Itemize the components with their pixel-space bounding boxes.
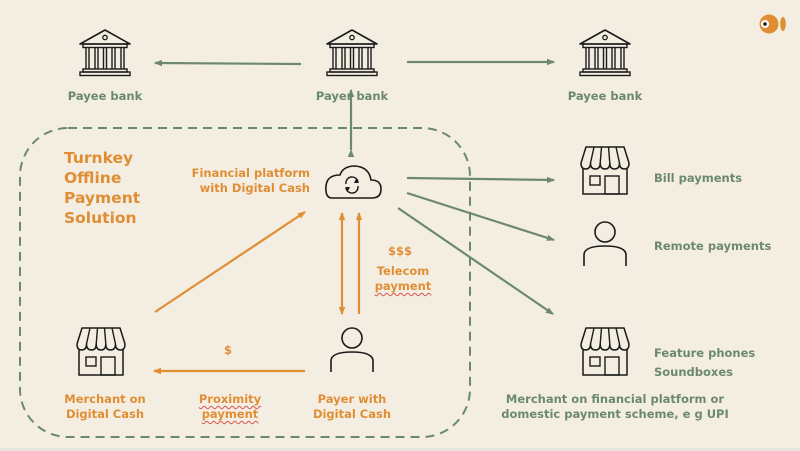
title-line: Offline — [64, 169, 122, 187]
arrow-to-remote-payments — [406, 191, 555, 242]
payee-bank-left-label: Payee bank — [67, 89, 143, 103]
title-line: Solution — [64, 209, 137, 227]
merchant-digital-cash-label: Merchant on Digital Cash — [50, 392, 160, 422]
title-line: Turnkey — [64, 149, 134, 167]
label-line: Merchant on — [64, 392, 146, 406]
label-line: Payer with — [317, 392, 387, 406]
label-line: domestic payment scheme, e g UPI — [501, 407, 729, 421]
label-line: Telecom — [376, 264, 430, 278]
cloud-sync-icon — [325, 165, 382, 199]
bank-icon — [579, 29, 631, 77]
payer-bank-label: Payer bank — [315, 89, 389, 103]
solution-boundary — [19, 127, 471, 438]
proximity-amount: $ — [224, 343, 233, 357]
person-icon — [583, 221, 627, 267]
arrow-to-feature-phones — [397, 207, 554, 315]
merchant-financial-platform-label: Merchant on financial platform or domest… — [490, 392, 740, 422]
fish-logo-icon — [759, 14, 786, 34]
label-line: with Digital Cash — [199, 181, 310, 195]
store-icon — [580, 327, 630, 376]
bank-icon — [326, 29, 378, 77]
payer-digital-cash-label: Payer with Digital Cash — [297, 392, 407, 422]
bill-payments-label: Bill payments — [654, 171, 743, 185]
telecom-payment-label: Telecom payment — [368, 264, 438, 294]
arrow-payer-to-payee-left — [154, 59, 302, 67]
feature-phones-label: Feature phones Soundboxes — [654, 344, 755, 382]
arrow-merchant-to-platform — [154, 211, 306, 313]
financial-platform-label: Financial platform with Digital Cash — [190, 166, 310, 196]
person-icon — [330, 327, 374, 373]
bottom-border — [0, 448, 800, 451]
label-line: Digital Cash — [312, 407, 392, 421]
label-line: payment — [201, 407, 259, 421]
title-line: Payment — [64, 189, 141, 207]
telecom-amount: $$$ — [388, 244, 413, 258]
arrow-to-bill-payments — [406, 176, 555, 184]
label-line: Proximity — [198, 392, 262, 406]
remote-payments-label: Remote payments — [654, 239, 772, 253]
label-line: payment — [374, 279, 432, 293]
proximity-payment-label: Proximity payment — [190, 392, 270, 422]
label-line: Financial platform — [191, 166, 310, 180]
label-line: Soundboxes — [654, 365, 733, 379]
solution-title: Turnkey Offline Payment Solution — [64, 148, 140, 228]
bank-icon — [79, 29, 131, 77]
store-icon — [76, 327, 126, 376]
label-line: Feature phones — [654, 346, 756, 360]
label-line: Merchant on financial platform or — [505, 392, 725, 406]
label-line: Digital Cash — [65, 407, 145, 421]
payee-bank-right-label: Payee bank — [567, 89, 643, 103]
store-icon — [580, 146, 630, 195]
